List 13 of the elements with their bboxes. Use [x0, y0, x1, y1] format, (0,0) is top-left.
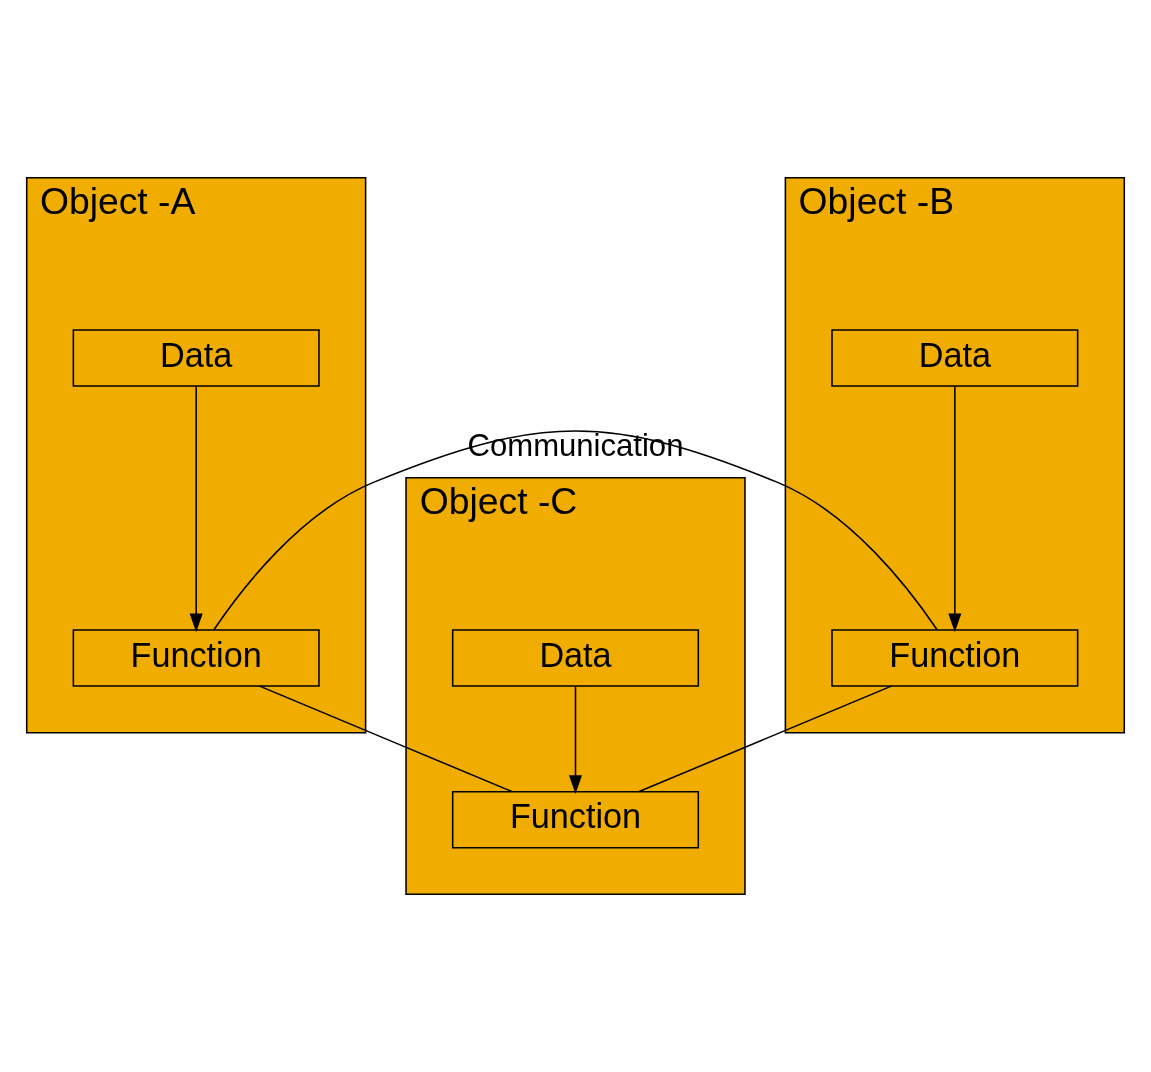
node-box: Function — [831, 629, 1079, 687]
arrow — [568, 685, 583, 794]
node-box: Function — [451, 790, 700, 849]
node-box: Data — [72, 329, 320, 387]
arrow — [189, 385, 203, 633]
edge-label: Communication — [467, 427, 684, 463]
node-box: Data — [451, 629, 700, 687]
connector — [212, 430, 939, 631]
node-box: Data — [831, 329, 1079, 387]
connector — [258, 685, 513, 793]
node-box: Function — [72, 629, 320, 687]
arrow — [948, 385, 962, 633]
connector — [638, 685, 893, 793]
